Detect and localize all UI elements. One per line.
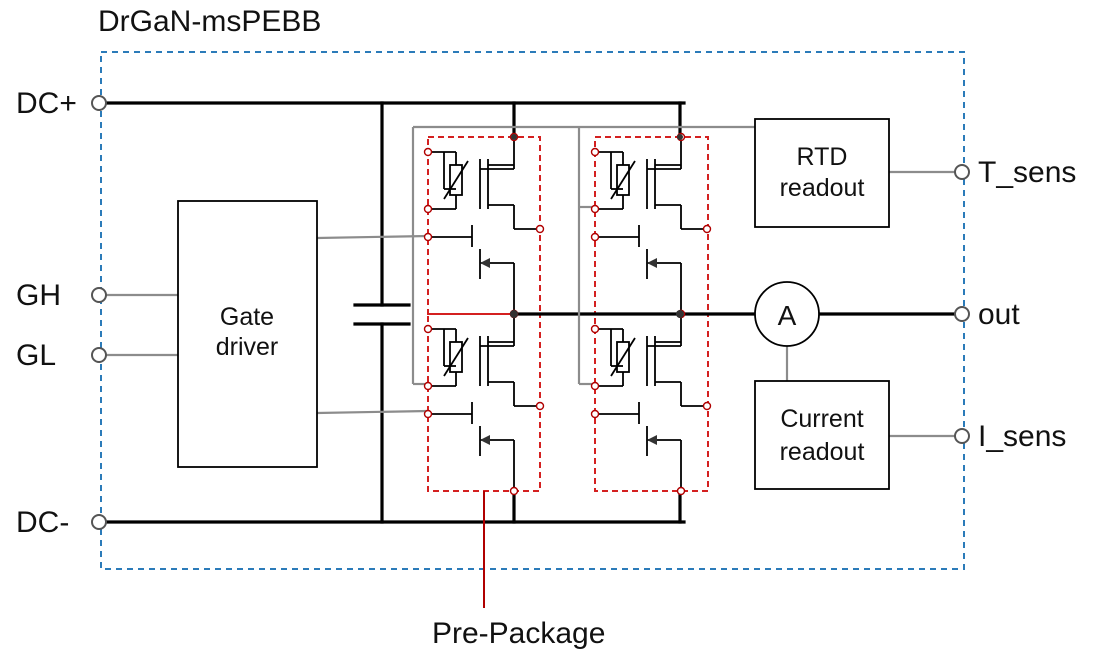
gate-driver-label-2: driver: [216, 333, 279, 361]
i-sens-terminal: [954, 428, 970, 444]
gh-terminal: [91, 287, 107, 303]
ammeter: A: [754, 281, 820, 347]
gan-switch-left-low: [423, 309, 545, 496]
pre-package-label: Pre-Package: [432, 617, 605, 650]
out-label: out: [978, 298, 1020, 331]
gh-label: GH: [16, 279, 61, 312]
dc-plus-label: DC+: [16, 87, 77, 120]
module-title: DrGaN-msPEBB: [98, 5, 321, 38]
gl-terminal: [91, 347, 107, 363]
dc-minus-terminal: [91, 514, 107, 530]
current-readout-block: Current readout: [754, 380, 890, 490]
gate-high-wire: [316, 234, 429, 240]
dc-link-capacitor: [353, 303, 411, 326]
rtd-readout-label-2: readout: [780, 174, 865, 202]
current-readout-label-2: readout: [780, 438, 865, 466]
module-boundary: [100, 51, 965, 570]
gan-switch-right-low: [590, 309, 712, 496]
gate-driver-block: Gate driver: [177, 200, 318, 468]
out-terminal: [954, 306, 970, 322]
t-sens-label: T_sens: [978, 156, 1076, 189]
i-sens-label: I_sens: [978, 420, 1066, 453]
pre-package-right-bottom: [594, 313, 709, 492]
gan-switch-right-high: [590, 132, 712, 319]
pre-package-right-top: [594, 136, 709, 315]
rtd-readout-label-1: RTD: [797, 143, 848, 171]
gan-switch-left-high: [423, 132, 545, 319]
rtd-readout-block: RTD readout: [754, 118, 890, 228]
power-rails: [104, 101, 957, 524]
gate-driver-label-1: Gate: [220, 303, 274, 331]
current-readout-label-1: Current: [780, 405, 863, 433]
dc-minus-label: DC-: [16, 506, 69, 539]
gate-low-wire: [316, 409, 429, 415]
terminals: [91, 95, 970, 530]
gl-label: GL: [16, 339, 56, 372]
ammeter-symbol: A: [778, 300, 797, 331]
t-sens-terminal: [954, 164, 970, 180]
junction-dots: [510, 134, 684, 318]
dc-plus-terminal: [91, 95, 107, 111]
